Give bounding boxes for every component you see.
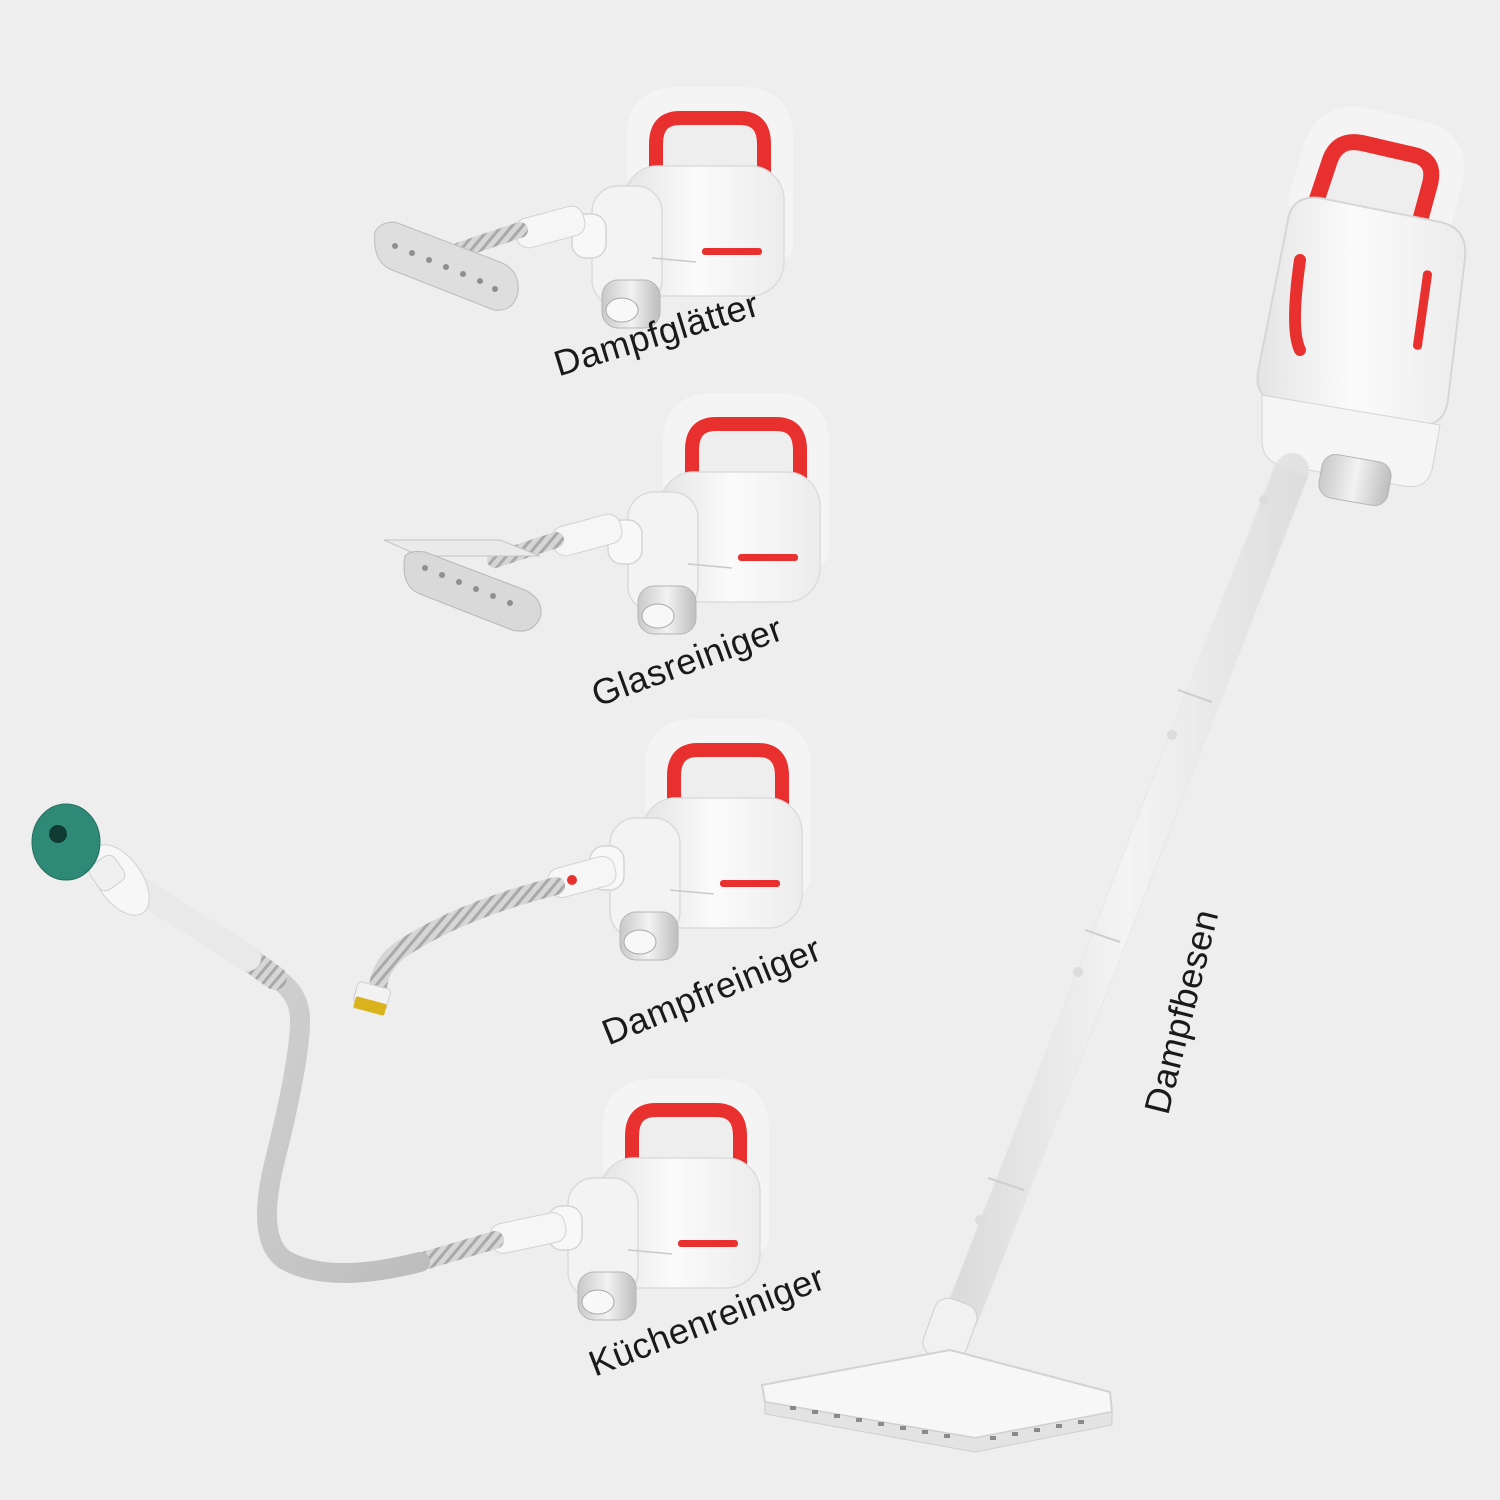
steam-ironer-illustration (374, 102, 784, 328)
kitchen-cleaner-illustration (31, 803, 760, 1320)
steam-cleaner-illustration (353, 734, 802, 1016)
glass-cleaner-illustration (383, 408, 820, 634)
steam-mop-illustration (760, 106, 1467, 1453)
